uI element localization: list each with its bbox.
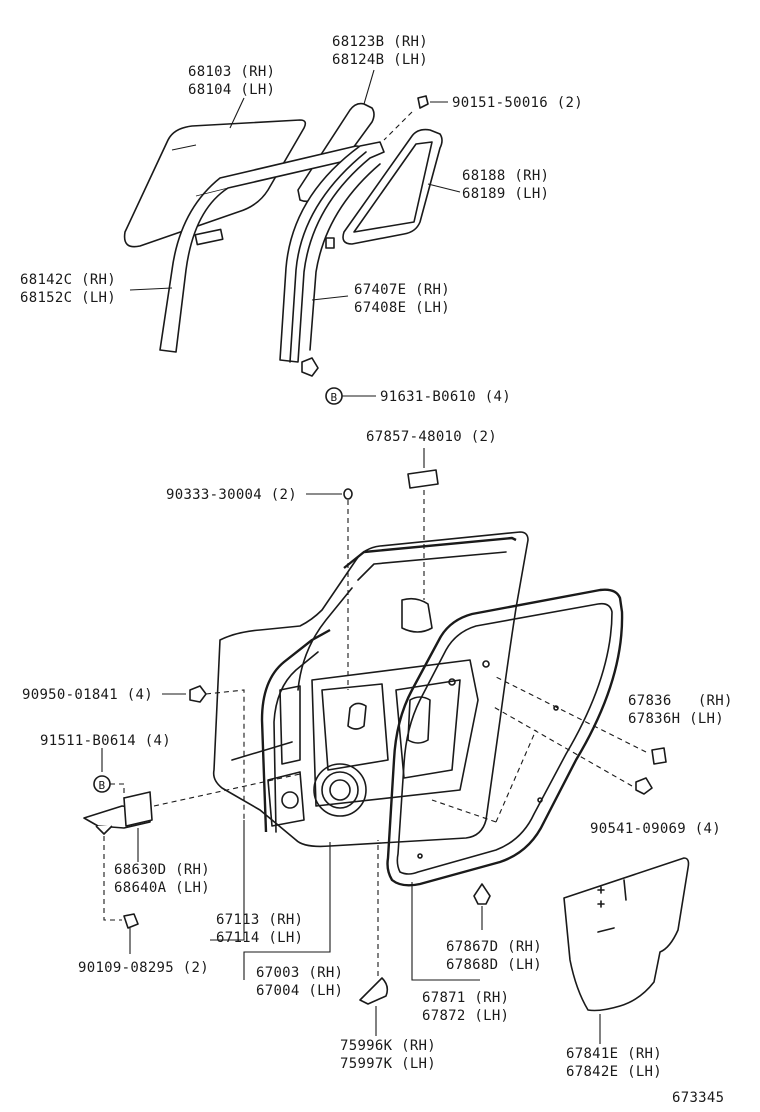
- label-90541: 90541-09069 (4): [590, 821, 721, 837]
- label-68189-lh: 68189 (LH): [462, 186, 549, 202]
- pad-67857: [407, 469, 439, 600]
- label-67004-lh: 67004 (LH): [256, 983, 343, 999]
- label-91631: 91631-B0610 (4): [380, 389, 511, 405]
- label-67857: 67857-48010 (2): [366, 429, 497, 445]
- bolt-91511: B: [93, 775, 125, 800]
- cover-75996k: [359, 840, 389, 1036]
- plug-90950: [189, 685, 245, 820]
- label-75996k-rh: 75996K (RH): [340, 1038, 436, 1054]
- label-67408e-lh: 67408E (LH): [354, 300, 450, 316]
- label-67868d-lh: 67868D (LH): [446, 957, 542, 973]
- label-90950: 90950-01841 (4): [22, 687, 153, 703]
- part-labels: 68103 (RH) 68104 (LH) 68123B (RH) 68124B…: [20, 34, 733, 1106]
- door-inner-structure: [267, 597, 479, 827]
- label-67407e-rh: 67407E (RH): [354, 282, 450, 298]
- clip-67867d: [473, 883, 491, 930]
- label-67003-rh: 67003 (RH): [256, 965, 343, 981]
- inner-seal: [260, 628, 331, 833]
- plug-90333: [306, 488, 353, 690]
- label-67113-rh: 67113 (RH): [216, 912, 303, 928]
- label-67872-lh: 67872 (LH): [422, 1008, 509, 1024]
- weatherstrip: [386, 588, 624, 887]
- label-68124b-lh: 68124B (LH): [332, 52, 428, 68]
- bolt-marker-icon: B: [331, 391, 338, 404]
- label-68103-rh: 68103 (RH): [188, 64, 275, 80]
- division-bar: [279, 141, 385, 363]
- quarter-window: [342, 128, 443, 245]
- label-67836h-lh: 67836H (LH): [628, 711, 724, 727]
- label-67114-lh: 67114 (LH): [216, 930, 303, 946]
- label-68152c-lh: 68152C (LH): [20, 290, 116, 306]
- leader-lines: [101, 69, 480, 981]
- bolt-90109: [123, 913, 139, 954]
- bolt-marker-icon: B: [99, 779, 106, 792]
- label-67841e-rh: 67841E (RH): [566, 1046, 662, 1062]
- clip-90541: [431, 705, 653, 823]
- label-91511: 91511-B0614 (4): [40, 733, 171, 749]
- label-68188-rh: 68188 (RH): [462, 168, 549, 184]
- clip-67836: [493, 675, 667, 765]
- label-68123b-rh: 68123B (RH): [332, 34, 428, 50]
- label-68142c-rh: 68142C (RH): [20, 272, 116, 288]
- label-90151: 90151-50016 (2): [452, 95, 583, 111]
- label-68640a-lh: 68640A (LH): [114, 880, 210, 896]
- screw-90151: [383, 95, 429, 141]
- nut-91631: B: [301, 357, 343, 405]
- label-90109: 90109-08295 (2): [78, 960, 209, 976]
- label-90333: 90333-30004 (2): [166, 487, 297, 503]
- label-67871-rh: 67871 (RH): [422, 990, 509, 1006]
- diagram-id: 673345: [672, 1090, 724, 1106]
- label-68630d-rh: 68630D (RH): [114, 862, 210, 878]
- label-75997k-lh: 75997K (LH): [340, 1056, 436, 1072]
- label-67867d-rh: 67867D (RH): [446, 939, 542, 955]
- label-67842e-lh: 67842E (LH): [566, 1064, 662, 1080]
- label-67836-rh: 67836 (RH): [628, 693, 733, 709]
- door-hinge: [83, 773, 301, 921]
- service-hole-film: [563, 857, 690, 1044]
- label-68104-lh: 68104 (LH): [188, 82, 275, 98]
